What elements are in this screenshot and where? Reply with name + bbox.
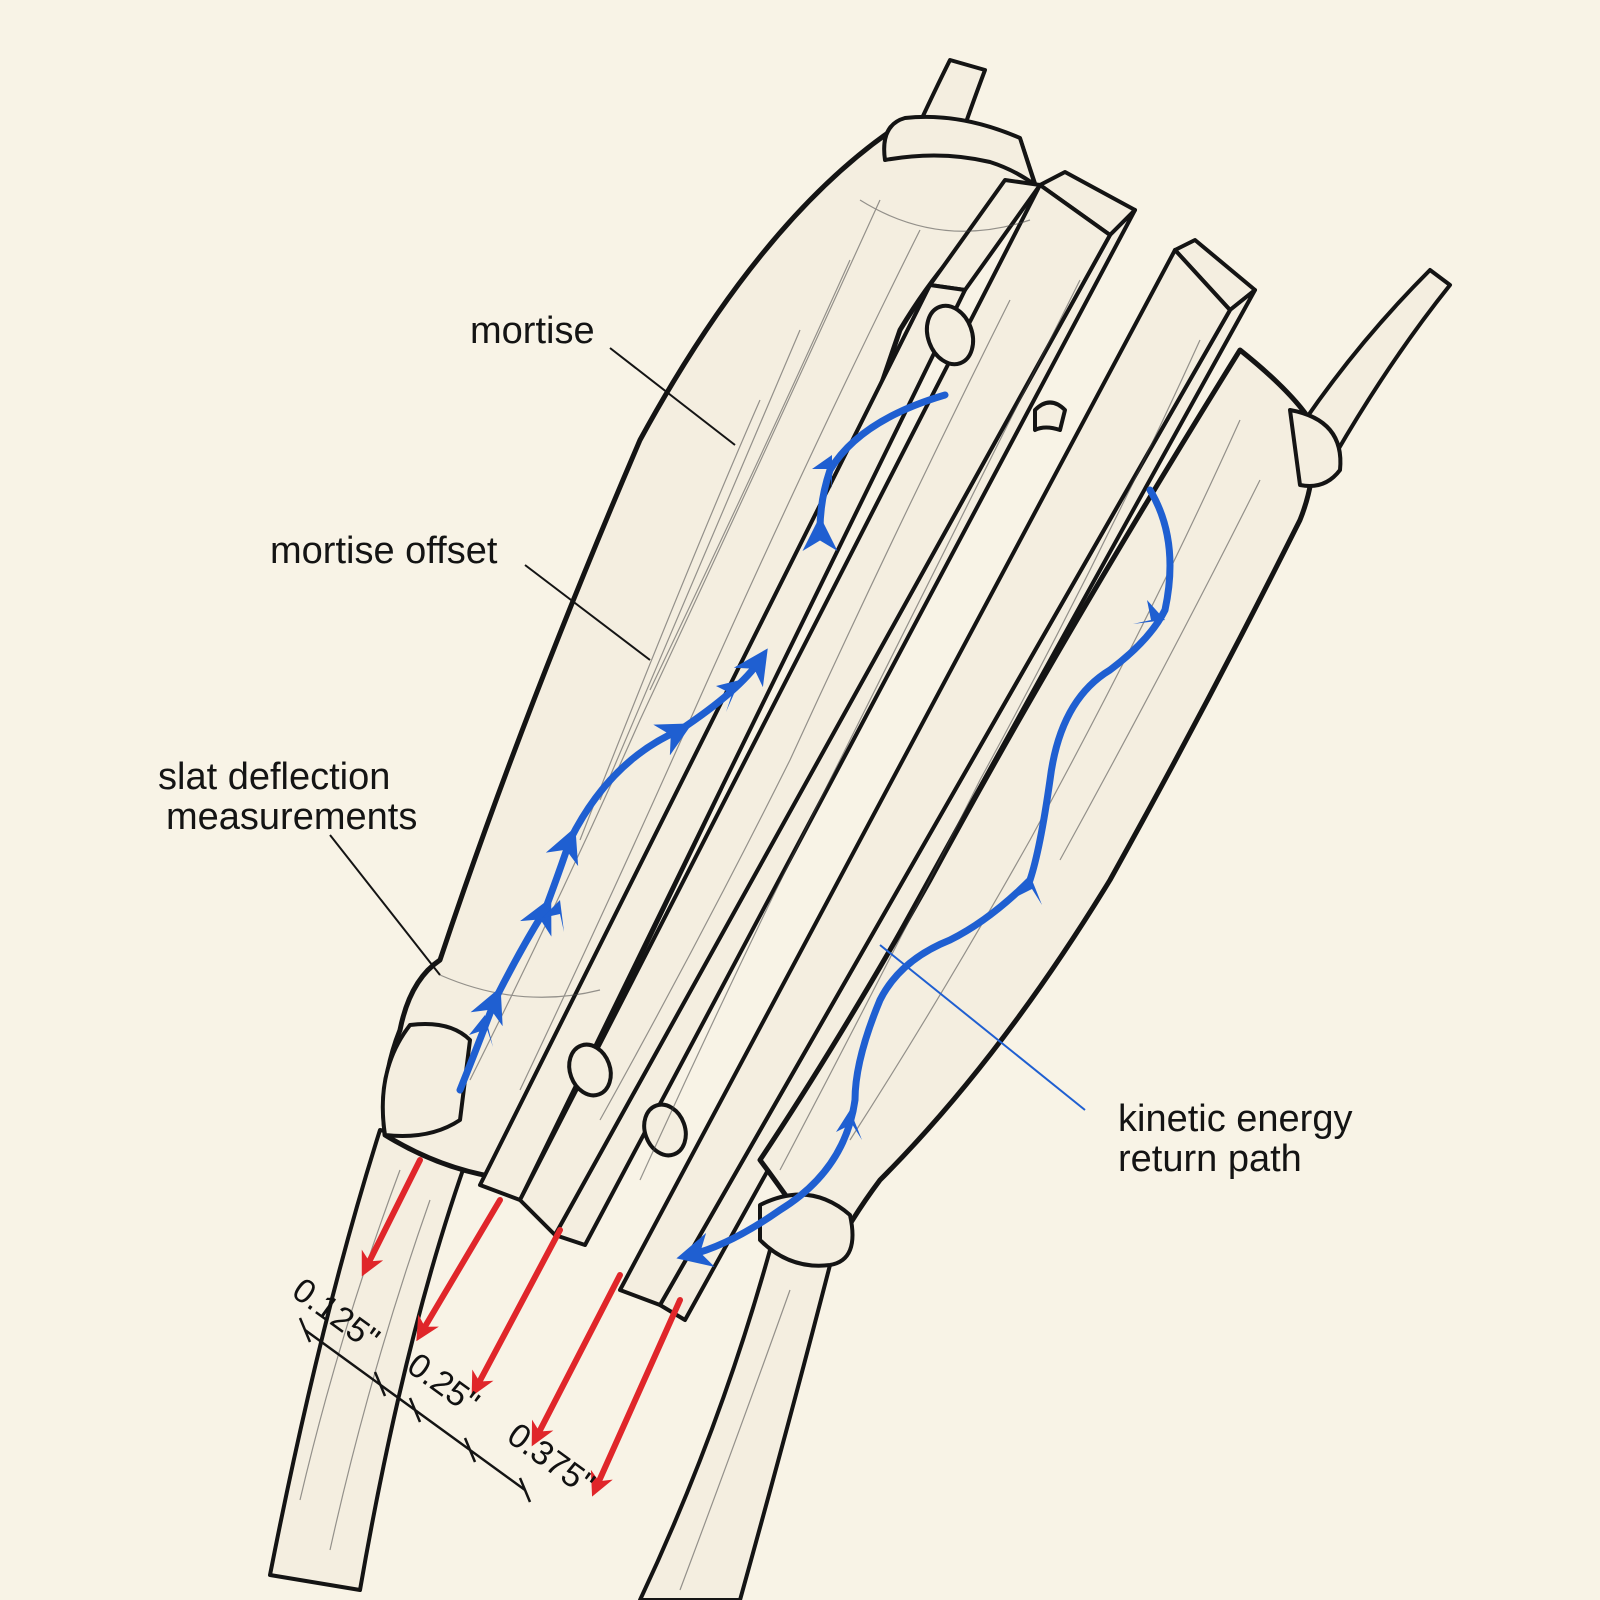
label-mortise-offset: mortise offset [270,530,498,572]
arrow-head [812,455,832,489]
mortise-peg-top [924,303,976,367]
leader-slat-deflection [329,834,441,976]
label-kinetic-energy: kinetic energy return path [1118,1098,1353,1180]
energy-path-upper [802,391,949,552]
upper-right-rail [1303,268,1452,457]
arrow-head [469,1015,493,1047]
dimension-line [298,1317,532,1503]
leader-lines [329,347,1086,1111]
energy-path-right [676,486,1174,1267]
arrow-head [1016,875,1042,905]
label-kinetic-line1: kinetic energy [1118,1098,1353,1140]
lower-knuckle [380,1022,472,1138]
mortise-peg-bottom-left [567,1042,613,1098]
deflection-arrow-2 [416,1197,503,1342]
mortise-notch [1033,400,1067,432]
dimension-0375: 0.375" [500,1416,601,1504]
energy-arrowheads [469,455,1165,1140]
energy-path-left [456,648,768,1094]
arrow-head [1133,600,1165,624]
dimension-025: 0.25" [400,1346,486,1423]
leader-kinetic [879,944,1086,1111]
mortise-peg-bottom-mid [642,1102,688,1158]
label-slat-deflection-line1: slat deflection [158,756,391,798]
label-slat-deflection-line2: measurements [166,795,418,838]
deflection-arrow-1 [361,1157,423,1277]
label-mortise: mortise [470,310,595,352]
deflection-arrow-5 [590,1297,683,1497]
arrow-head [542,900,564,932]
energy-return-path [456,391,1174,1267]
deflection-arrows [361,1157,683,1497]
leader-mortise-offset [524,564,651,661]
arrow-head [716,680,740,712]
label-slat-deflection: slat deflection measurements [158,756,418,838]
deflection-arrow-3 [471,1227,563,1397]
arrow-head [836,1110,862,1140]
right-knuckle [1288,408,1343,488]
leader-mortise [609,347,736,446]
deflection-arrow-4 [531,1272,623,1447]
label-kinetic-line2: return path [1118,1137,1302,1180]
top-cap [882,114,1037,187]
right-leg [757,347,1316,1263]
